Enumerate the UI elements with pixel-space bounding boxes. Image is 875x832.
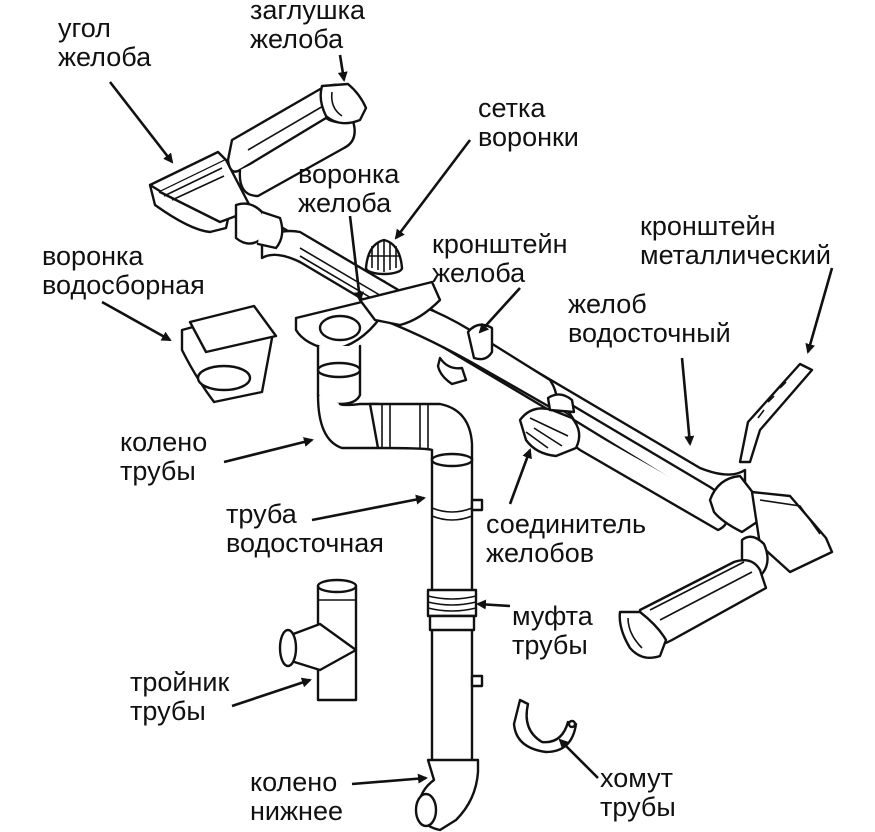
label-gutter-corner: угол желоба	[58, 14, 151, 72]
label-line: тройник	[130, 667, 230, 697]
label-line: воронка	[42, 241, 144, 271]
gutter-corner-lower	[618, 474, 834, 659]
label-line: заглушка	[250, 0, 365, 25]
label-line: трубы	[512, 630, 588, 660]
outlet-strainer	[364, 238, 404, 276]
label-lower-elbow: колено нижнее	[250, 768, 343, 826]
label-line: кронштейн	[432, 229, 568, 259]
downpipe-assembly	[316, 344, 484, 832]
gutter-outlet	[294, 280, 442, 352]
label-line: трубы	[120, 456, 196, 486]
label-gutter-end-cap: заглушка желоба	[250, 0, 365, 54]
label-line: трубы	[600, 792, 676, 822]
label-line: желоба	[250, 24, 344, 54]
label-line: трубы	[130, 696, 206, 726]
label-line: колено	[250, 767, 338, 797]
label-pipe-elbow: колено трубы	[120, 428, 207, 486]
label-metal-bracket: кронштейн металлический	[640, 212, 831, 270]
label-gutter-outlet: воронка желоба	[298, 160, 399, 218]
label-line: нижнее	[250, 796, 343, 826]
label-line: желоба	[432, 258, 526, 288]
label-line: желоб	[568, 289, 647, 319]
label-line: воронки	[478, 122, 579, 152]
gutter-upper-section	[226, 82, 368, 198]
label-pipe-coupling: муфта трубы	[512, 602, 593, 660]
label-line: водосточный	[568, 318, 731, 348]
label-gutter-connector: соединитель желобов	[486, 510, 646, 568]
pipe-clamp	[512, 698, 578, 754]
label-line: муфта	[512, 601, 593, 631]
label-line: колено	[120, 427, 208, 457]
label-line: труба	[226, 499, 297, 529]
label-gutter-bracket: кронштейн желоба	[432, 230, 568, 288]
gutter-corner	[148, 150, 284, 250]
leader-arrows	[101, 54, 834, 786]
gutter-connector	[518, 393, 581, 458]
catch-funnel	[180, 304, 278, 404]
label-line: сетка	[478, 93, 546, 123]
label-line: кронштейн	[640, 211, 776, 241]
label-pipe-tee: тройник трубы	[130, 668, 229, 726]
label-pipe-clamp: хомут трубы	[600, 764, 676, 822]
label-line: металлический	[640, 240, 831, 270]
label-line: желобов	[486, 538, 595, 568]
label-line: водосточная	[226, 528, 384, 558]
label-catch-funnel: воронка водосборная	[42, 242, 205, 300]
label-downpipe: труба водосточная	[226, 500, 384, 558]
label-line: соединитель	[486, 509, 647, 539]
label-line: воронка	[298, 159, 400, 189]
label-line: желоба	[298, 188, 392, 218]
label-outlet-strainer: сетка воронки	[478, 94, 579, 152]
label-line: желоба	[58, 42, 152, 72]
label-gutter: желоб водосточный	[568, 290, 731, 348]
label-line: угол	[58, 13, 111, 43]
label-line: хомут	[600, 763, 673, 793]
metal-bracket	[738, 362, 814, 464]
pipe-tee	[278, 578, 358, 702]
label-line: водосборная	[42, 270, 205, 300]
